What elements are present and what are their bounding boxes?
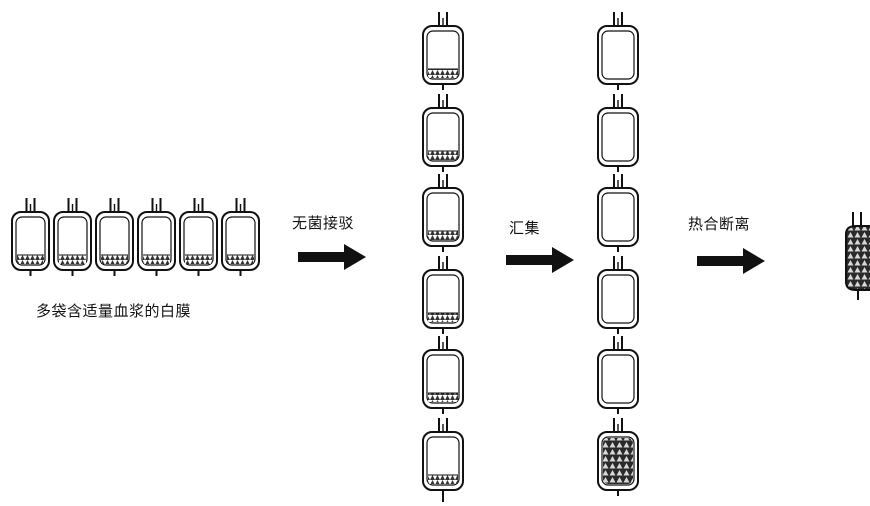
blood-bag-icon (422, 418, 464, 496)
blood-bag-icon (845, 212, 870, 300)
pooling-label: 汇集 (509, 219, 541, 237)
blood-bag-icon (422, 174, 464, 252)
blood-bag-icon (11, 198, 50, 276)
source-bags-label: 多袋含适量血浆的白膜 (36, 302, 192, 320)
connected-bags-column (422, 12, 464, 502)
blood-bag-icon (221, 198, 260, 276)
arrow-icon (298, 244, 366, 270)
sterile-connection-label: 无菌接驳 (292, 214, 355, 232)
arrow-icon (506, 247, 574, 273)
blood-bag-icon (422, 336, 464, 414)
heat-seal-separation-label: 热合断离 (688, 215, 751, 233)
blood-bag-icon (422, 94, 464, 172)
arrow-icon (697, 248, 765, 274)
blood-bag-icon (422, 12, 464, 90)
blood-bag-icon (422, 256, 464, 334)
blood-bag-icon (597, 12, 639, 90)
blood-bag-icon (597, 94, 639, 172)
blood-bag-icon (95, 198, 134, 276)
blood-bag-icon (137, 198, 176, 276)
blood-bag-icon (597, 174, 639, 252)
blood-bag-icon (53, 198, 92, 276)
blood-bag-icon (597, 418, 639, 496)
final-pooled-bag (845, 212, 870, 300)
blood-bag-icon (179, 198, 218, 276)
blood-bag-icon (597, 336, 639, 414)
blood-bag-icon (597, 256, 639, 334)
pooled-bags-column (597, 12, 639, 496)
source-bags-row (11, 198, 260, 276)
